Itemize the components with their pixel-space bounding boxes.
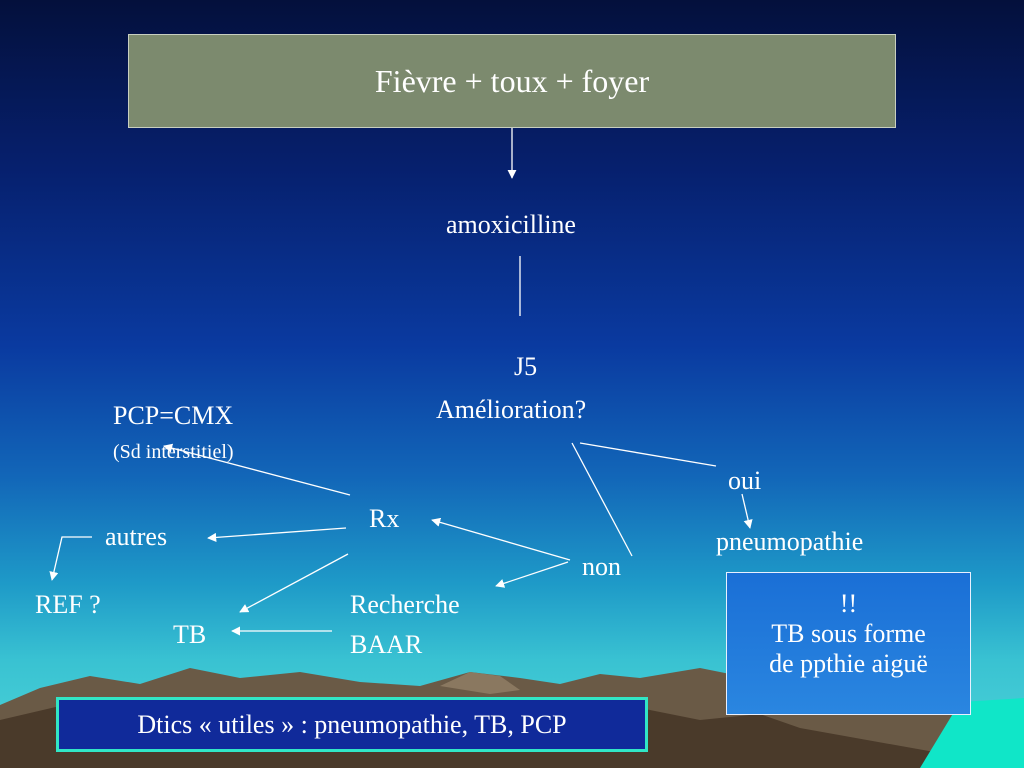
node-baar: BAAR <box>350 630 423 659</box>
node-autres: autres <box>105 522 168 551</box>
arrow-autres-to-ref <box>49 536 92 581</box>
footer-text: Dtics « utiles » : pneumopathie, TB, PCP <box>137 709 567 739</box>
node-non: non <box>582 552 621 581</box>
node-amoxicilline: amoxicilline <box>446 210 576 239</box>
note-line-3: de ppthie aiguë <box>769 649 928 678</box>
arrow-non-to-rx <box>431 517 571 561</box>
title-text: Fièvre + toux + foyer <box>374 62 650 99</box>
node-oui: oui <box>728 466 762 495</box>
node-tb: TB <box>173 620 207 649</box>
water-area <box>920 698 1024 768</box>
note-line-2: TB sous forme <box>771 619 926 648</box>
node-sd-interstitiel: (Sd interstitiel) <box>113 441 234 463</box>
node-amelioration: Amélioration? <box>436 395 587 424</box>
arrow-rx-to-pcp <box>163 443 351 496</box>
line-amelioration-to-oui <box>579 442 717 467</box>
node-pneumopathie: pneumopathie <box>716 527 864 556</box>
title-box: Fièvre + toux + foyer <box>128 34 896 128</box>
arrow-rx-to-autres <box>207 527 347 542</box>
arrow-oui-to-pneumopathie <box>741 493 753 529</box>
arrow-non-to-recherche <box>495 561 569 588</box>
node-pcp-cmx: PCP=CMX <box>113 401 234 430</box>
line-amelioration-to-non <box>571 442 633 557</box>
node-rx: Rx <box>369 504 400 533</box>
node-recherche: Recherche <box>350 590 460 619</box>
footer-box: Dtics « utiles » : pneumopathie, TB, PCP <box>56 697 648 752</box>
mountain-highlight <box>440 672 520 694</box>
node-ref: REF ? <box>35 590 101 619</box>
arrow-rx-to-tb <box>239 553 349 613</box>
node-j5: J5 <box>514 352 538 381</box>
note-line-1: !! <box>839 589 858 618</box>
note-box: !! TB sous forme de ppthie aiguë <box>726 572 971 715</box>
